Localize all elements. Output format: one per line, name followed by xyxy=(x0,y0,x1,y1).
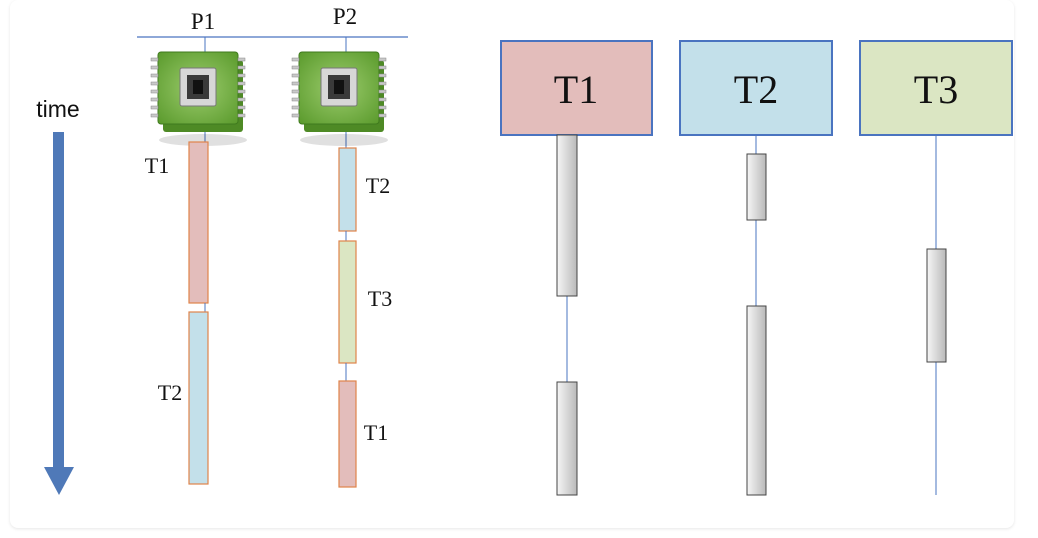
time-arrow-head xyxy=(44,467,74,495)
p1-segment-t2 xyxy=(188,311,209,485)
t1-activation-1 xyxy=(556,134,578,297)
p1-segment-t1 xyxy=(188,141,209,304)
p2-segment-label-t1: T1 xyxy=(364,420,388,445)
time-arrow-shaft xyxy=(53,132,64,470)
t3-activation-1 xyxy=(926,248,947,363)
p1-schedule: T1 T2 xyxy=(145,141,209,485)
p2-segment-label-t3: T3 xyxy=(368,286,392,311)
p1-segment-label-t1: T1 xyxy=(145,153,169,178)
thread-label-t3: T3 xyxy=(914,67,958,112)
p2-segment-t3 xyxy=(338,240,357,364)
t2-activation-2 xyxy=(746,305,767,496)
thread-lifeline-t1: T1 xyxy=(500,40,653,496)
time-axis: time xyxy=(36,96,80,495)
p2-segment-t2 xyxy=(338,147,357,232)
p2-segment-label-t2: T2 xyxy=(366,173,390,198)
thread-label-t2: T2 xyxy=(734,67,778,112)
thread-box-t2 xyxy=(679,40,833,136)
processor-p1: P1 xyxy=(150,9,247,146)
cpu-chip-icon xyxy=(291,51,388,146)
p2-schedule: T2 T3 T1 xyxy=(338,147,392,488)
thread-lifeline-t2: T2 xyxy=(679,40,833,496)
processor-label-p2: P2 xyxy=(333,4,357,29)
thread-label-t1: T1 xyxy=(554,67,598,112)
thread-box-t3 xyxy=(859,40,1013,136)
p2-segment-t1 xyxy=(338,380,357,488)
processor-p2: P2 xyxy=(291,4,388,148)
t1-activation-2 xyxy=(556,381,578,496)
cpu-chip-icon xyxy=(150,51,247,146)
t2-activation-1 xyxy=(746,153,767,221)
thread-lifeline-t3: T3 xyxy=(859,40,1013,495)
thread-box-t1 xyxy=(500,40,653,136)
time-label: time xyxy=(36,96,79,122)
p1-segment-label-t2: T2 xyxy=(158,380,182,405)
processor-label-p1: P1 xyxy=(191,9,215,34)
